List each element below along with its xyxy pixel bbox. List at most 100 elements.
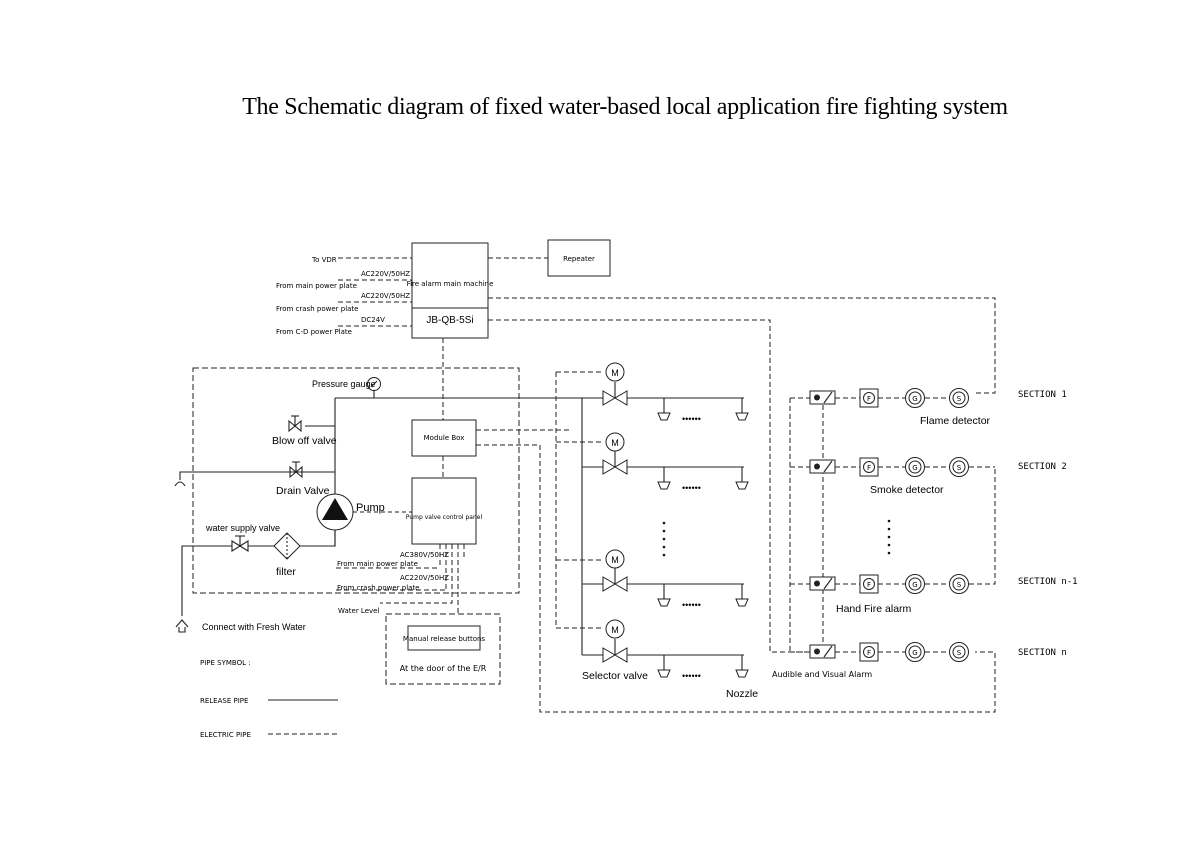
drain-outlet-icon bbox=[174, 481, 186, 487]
ellipsis-dot bbox=[887, 535, 891, 539]
hand-alarm-2-symbol: F bbox=[867, 464, 871, 472]
module-box-label: Module Box bbox=[424, 434, 465, 442]
motor-4-icon bbox=[605, 619, 625, 639]
gauge-needle bbox=[370, 380, 378, 388]
nozzle-dots-3: •••••• bbox=[682, 600, 701, 610]
water-supply-valve-label: water supply valve bbox=[205, 523, 280, 533]
ellipsis-dot bbox=[887, 543, 891, 547]
alarm-2-lamp bbox=[814, 463, 820, 470]
from-crash-label: From crash power plate bbox=[276, 305, 358, 313]
smoke-detector-4-symbol: S bbox=[957, 649, 962, 657]
detector-row-4: F G S SECTION n Audible and Visual Alarm bbox=[772, 642, 1067, 679]
electric-line-alarm-bus bbox=[488, 319, 810, 653]
main-machine-label: Fire alarm main machine bbox=[407, 280, 494, 288]
motor-control-bus bbox=[555, 372, 604, 629]
smoke-detector-3-symbol: S bbox=[957, 581, 962, 589]
legend-electric-label: ELECTRIC PIPE bbox=[200, 731, 251, 739]
panel-from-crash-label: From crash power plate bbox=[337, 584, 419, 592]
hand-alarm-1-ring bbox=[863, 392, 875, 404]
nozzle-4a-icon bbox=[657, 669, 671, 678]
alarm-3-horn bbox=[823, 577, 833, 590]
nozzle-2a-icon bbox=[657, 481, 671, 490]
legend-title: PIPE SYMBOL : bbox=[200, 659, 251, 667]
to-vdr-label: To VDR bbox=[311, 256, 337, 264]
fresh-water-arrow-icon bbox=[175, 619, 189, 633]
blow-off-label: Blow off valve bbox=[272, 435, 337, 447]
hand-alarm-3-symbol: F bbox=[867, 581, 871, 589]
panel-ac380-label: AC380V/50HZ bbox=[400, 551, 449, 559]
detector-row-1: F G S SECTION 1 Flame detector bbox=[790, 388, 1067, 427]
smoke-detector-1-ring bbox=[952, 391, 966, 405]
motor-1-label: M bbox=[611, 368, 619, 378]
gas-detector-2-ring bbox=[908, 460, 922, 474]
motor-4-label: M bbox=[611, 625, 619, 635]
alarm-4-horn bbox=[823, 645, 833, 658]
blow-off-valve-icon bbox=[288, 419, 302, 433]
selector-row-1: M •••••• bbox=[582, 362, 749, 424]
manual-location-label: At the door of the E/R bbox=[400, 664, 487, 673]
nozzle-4b-icon bbox=[735, 669, 749, 678]
dc-label: DC24V bbox=[361, 316, 385, 324]
drain-label: Drain Valve bbox=[276, 485, 330, 497]
nozzle-1a-icon bbox=[657, 412, 671, 421]
hand-alarm-4-symbol: F bbox=[867, 649, 871, 657]
alarm-3-lamp bbox=[814, 580, 820, 587]
gas-detector-4-ring bbox=[908, 645, 922, 659]
motor-1-icon bbox=[605, 362, 625, 382]
nozzle-dots-1: •••••• bbox=[682, 414, 701, 424]
ac-label-2: AC220V/50HZ bbox=[361, 292, 410, 300]
nozzle-1b-icon bbox=[735, 412, 749, 421]
motor-3-icon bbox=[605, 549, 625, 569]
module-box bbox=[411, 419, 477, 457]
gas-detector-1-symbol: G bbox=[912, 395, 917, 403]
ellipsis-dot bbox=[662, 529, 666, 533]
smoke-detector-3-ring bbox=[952, 577, 966, 591]
legend-release-label: RELEASE PIPE bbox=[200, 697, 248, 705]
manual-release-buttons[interactable] bbox=[407, 625, 481, 651]
manual-release-label: Manual release buttons bbox=[403, 635, 486, 643]
hand-fire-alarm-label: Hand Fire alarm bbox=[836, 603, 912, 615]
gas-detector-2-symbol: G bbox=[912, 464, 917, 472]
nozzle-dots-2: •••••• bbox=[682, 483, 701, 493]
hand-alarm-1-symbol: F bbox=[867, 395, 871, 403]
smoke-detector-2-ring bbox=[952, 460, 966, 474]
fresh-water-pipe bbox=[181, 545, 232, 616]
nozzle-3b-icon bbox=[735, 598, 749, 607]
pump-suction bbox=[300, 530, 336, 547]
motor-3-label: M bbox=[611, 555, 619, 565]
repeater-label: Repeater bbox=[563, 255, 595, 263]
drain-valve-icon bbox=[289, 465, 303, 479]
panel-from-main-label: From main power plate bbox=[337, 560, 418, 568]
selector-valve-label: Selector valve bbox=[582, 670, 648, 682]
hand-alarm-4-ring bbox=[863, 646, 875, 658]
water-level-line bbox=[380, 544, 453, 604]
ellipsis-dot bbox=[887, 527, 891, 531]
water-level-label: Water Level bbox=[338, 607, 379, 615]
row-ellipsis bbox=[662, 519, 891, 557]
motor-2-label: M bbox=[611, 438, 619, 448]
hand-alarm-3-ring bbox=[863, 578, 875, 590]
water-supply-valve-icon bbox=[231, 540, 249, 552]
section-1-label: SECTION 1 bbox=[1018, 390, 1067, 400]
alarm-2-horn bbox=[823, 460, 833, 473]
fire-alarm-main-machine-box bbox=[411, 242, 489, 339]
pump-valve-control-panel bbox=[411, 477, 477, 545]
alarm-1-horn bbox=[823, 391, 833, 404]
from-main-label: From main power plate bbox=[276, 282, 357, 290]
gas-detector-1-ring bbox=[908, 391, 922, 405]
selector-row-2: M •••••• bbox=[582, 432, 749, 493]
manual-release-enclosure bbox=[385, 613, 501, 685]
smoke-detector-4-ring bbox=[952, 645, 966, 659]
gas-detector-4-symbol: G bbox=[912, 649, 917, 657]
pump-room-enclosure bbox=[192, 367, 520, 594]
drain-pipe bbox=[179, 471, 335, 480]
diagram-title: The Schematic diagram of fixed water-bas… bbox=[242, 94, 1008, 120]
selector-row-3: M •••••• bbox=[582, 549, 749, 610]
alarm-4-lamp bbox=[814, 648, 820, 655]
ellipsis-dot bbox=[662, 545, 666, 549]
nozzle-dots-4: •••••• bbox=[682, 671, 701, 681]
motor-2-icon bbox=[605, 432, 625, 452]
smoke-detector-label: Smoke detector bbox=[870, 484, 944, 496]
gas-detector-3-symbol: G bbox=[912, 581, 917, 589]
